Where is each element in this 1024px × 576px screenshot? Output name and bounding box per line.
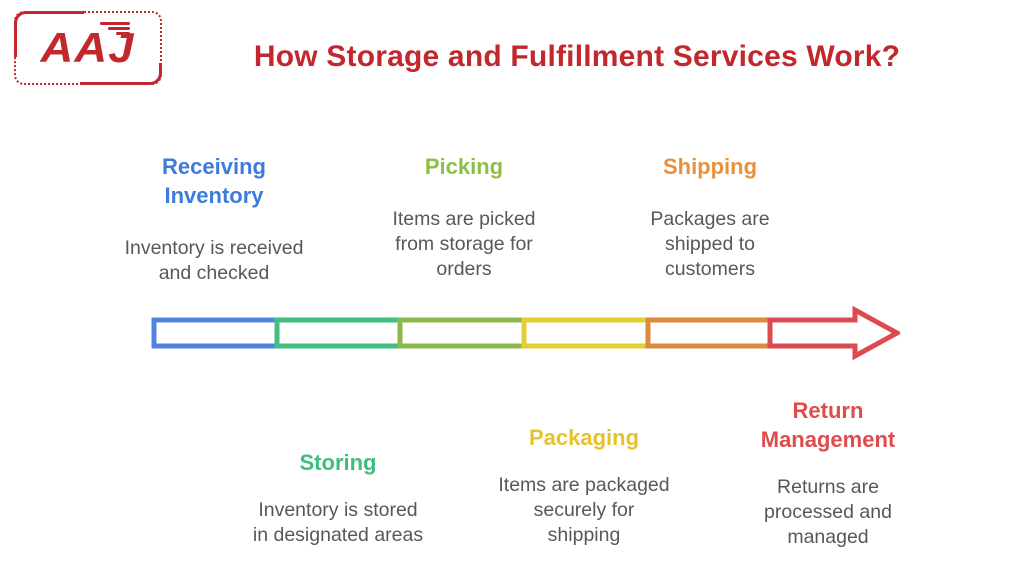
- arrow-segment-3: [397, 317, 527, 349]
- arrow-segment-4: [521, 317, 651, 349]
- stage-receiving-inventory: Receiving Inventory Inventory is receive…: [94, 152, 334, 286]
- stage-description: Returns are processed and managed: [764, 476, 892, 548]
- stage-description: Items are packaged securely for shipping: [498, 474, 670, 546]
- logo-frame-corner-bottom-right: [80, 63, 162, 85]
- stage-packaging: Packaging Items are packaged securely fo…: [464, 423, 704, 548]
- stage-title: Packaging: [528, 425, 640, 450]
- speed-lines-icon: [100, 22, 130, 35]
- stage-title: Storing: [299, 450, 377, 475]
- arrow-segment-5: [645, 317, 773, 349]
- stage-return-management: Return Management Returns are processed …: [708, 396, 948, 550]
- stage-picking: Picking Items are picked from storage fo…: [344, 152, 584, 282]
- stage-description: Inventory is received and checked: [124, 237, 304, 284]
- stage-title: Return Management: [760, 398, 896, 452]
- stage-storing: Storing Inventory is stored in designate…: [218, 448, 458, 548]
- logo-frame-corner-top-left: [14, 11, 84, 57]
- aaj-logo: AAJ: [14, 11, 162, 85]
- arrow-segment-1: [151, 317, 280, 349]
- stage-description: Packages are shipped to customers: [650, 208, 770, 280]
- arrow-segment-6-head: [767, 305, 900, 361]
- page-title: How Storage and Fulfillment Services Wor…: [253, 40, 901, 73]
- stage-description: Items are picked from storage for orders: [392, 208, 536, 280]
- stage-title: Shipping: [662, 154, 758, 179]
- stage-shipping: Shipping Packages are shipped to custome…: [590, 152, 830, 282]
- stage-title: Receiving Inventory: [162, 154, 266, 208]
- arrow-segment-2: [274, 317, 403, 349]
- stage-description: Inventory is stored in designated areas: [252, 499, 424, 546]
- process-arrow: [151, 305, 900, 361]
- stage-title: Picking: [424, 154, 504, 179]
